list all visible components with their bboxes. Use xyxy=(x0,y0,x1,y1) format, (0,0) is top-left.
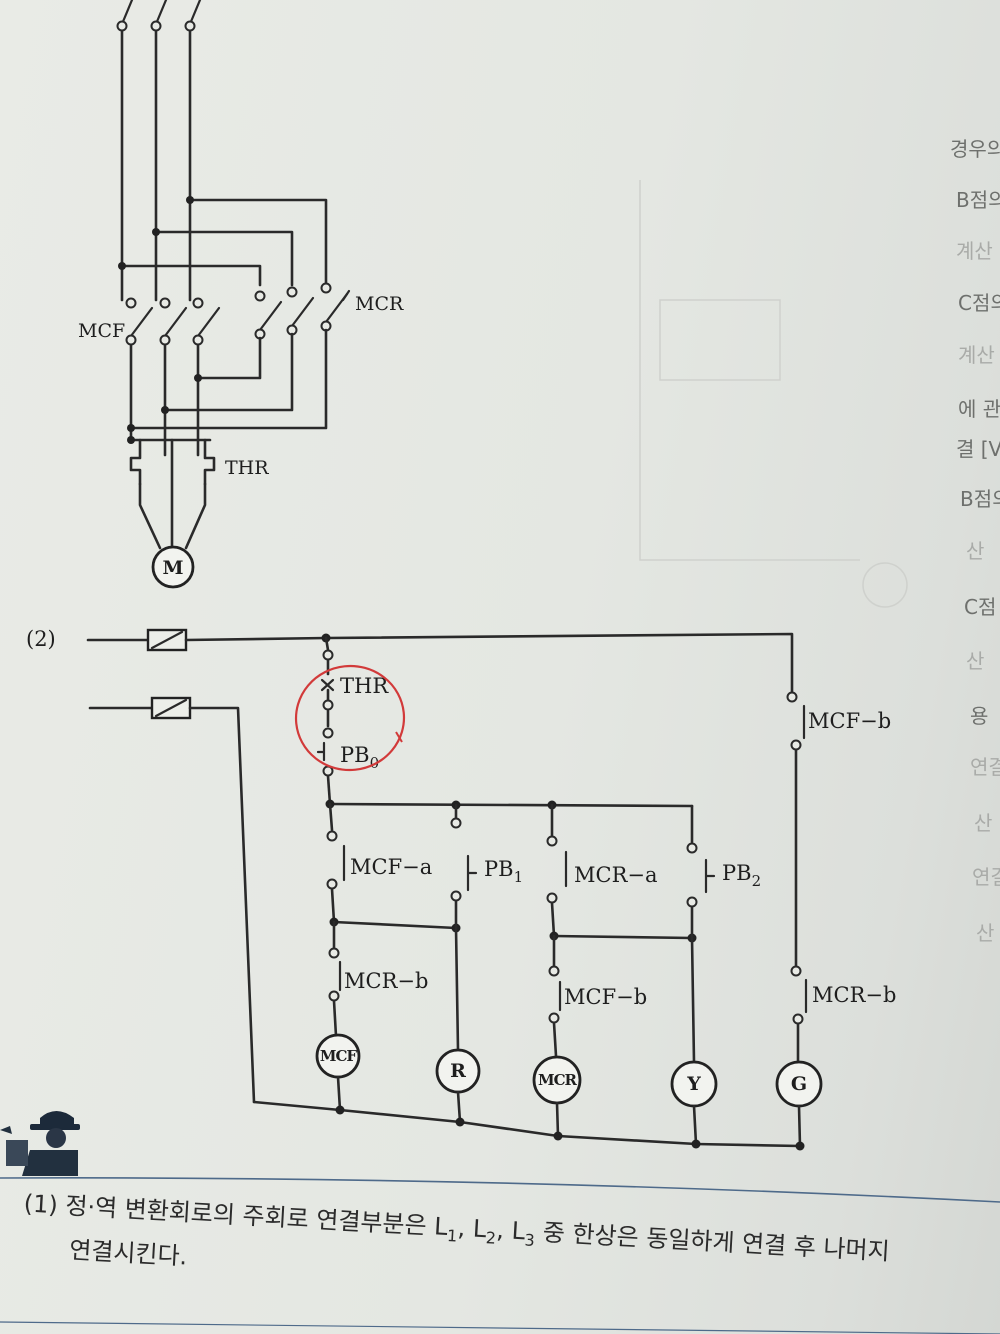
mcf-power-label: MCF xyxy=(78,320,125,342)
svg-text:결 [V: 결 [V xyxy=(956,437,1000,461)
mcf-b-right-label: MCF−b xyxy=(808,709,891,733)
svg-text:산: 산 xyxy=(966,539,984,563)
svg-text:연결: 연결 xyxy=(970,755,1000,779)
mcr-b-left-label: MCR−b xyxy=(344,969,428,993)
svg-text:B점의: B점의 xyxy=(960,487,1000,511)
caption-line-2: 연결시킨다. xyxy=(69,1236,188,1271)
mcr-a-label: MCR−a xyxy=(574,863,658,887)
mcf-b-mid-label: MCF−b xyxy=(564,985,647,1009)
svg-text:경우의: 경우의 xyxy=(950,137,1000,161)
svg-text:B점의: B점의 xyxy=(956,188,1000,212)
side-text-column: 경우의 B점의 계산 C점의 계산 에 관 결 [V B점의 산 C점 산 용 … xyxy=(950,137,1000,945)
cartoon-engineer-icon xyxy=(0,1111,80,1176)
lamp-y-label: Y xyxy=(686,1073,701,1095)
mcr-power-label: MCR xyxy=(355,293,404,315)
mcr-b-right-label: MCR−b xyxy=(812,983,896,1007)
svg-text:산: 산 xyxy=(974,811,992,835)
svg-text:계산: 계산 xyxy=(958,343,995,367)
lamp-g-label: G xyxy=(791,1073,807,1095)
mcf-a-label: MCF−a xyxy=(350,855,432,879)
svg-text:C점: C점 xyxy=(964,595,996,619)
svg-text:산: 산 xyxy=(976,921,994,945)
mcf-main-contacts xyxy=(125,297,221,346)
svg-text:계산: 계산 xyxy=(956,239,993,263)
thermal-relay xyxy=(129,438,216,550)
pb1-label: PB1 xyxy=(484,857,523,886)
thr-control-label: THR xyxy=(340,674,389,698)
svg-text:C점의: C점의 xyxy=(958,291,1000,315)
lamp-r-label: R xyxy=(450,1060,466,1082)
caption-block: (1) 정·역 변환회로의 주회로 연결부분은 L1, L2, L3 중 한상은… xyxy=(23,1189,890,1271)
svg-text:연결: 연결 xyxy=(972,865,1000,889)
mcr-main-contacts xyxy=(254,282,349,340)
section-number: (2) xyxy=(26,627,56,651)
motor-label: M xyxy=(162,557,183,579)
coil-mcr-label: MCR xyxy=(538,1071,578,1089)
thr-power-label: THR xyxy=(225,457,269,479)
svg-text:산: 산 xyxy=(966,649,984,673)
power-circuit: M MCF MCR THR xyxy=(78,0,404,589)
svg-text:에 관: 에 관 xyxy=(958,397,1000,421)
motor-symbol xyxy=(151,545,195,589)
red-highlight-circle xyxy=(294,664,406,772)
pb0-label: PB0 xyxy=(340,743,379,772)
background-ghost-marks xyxy=(639,180,908,608)
pb2-label: PB2 xyxy=(722,861,761,890)
coil-mcf-label: MCF xyxy=(320,1047,358,1065)
control-circuit: (2) THR PB0 xyxy=(26,627,896,1151)
svg-text:용: 용 xyxy=(970,704,988,728)
